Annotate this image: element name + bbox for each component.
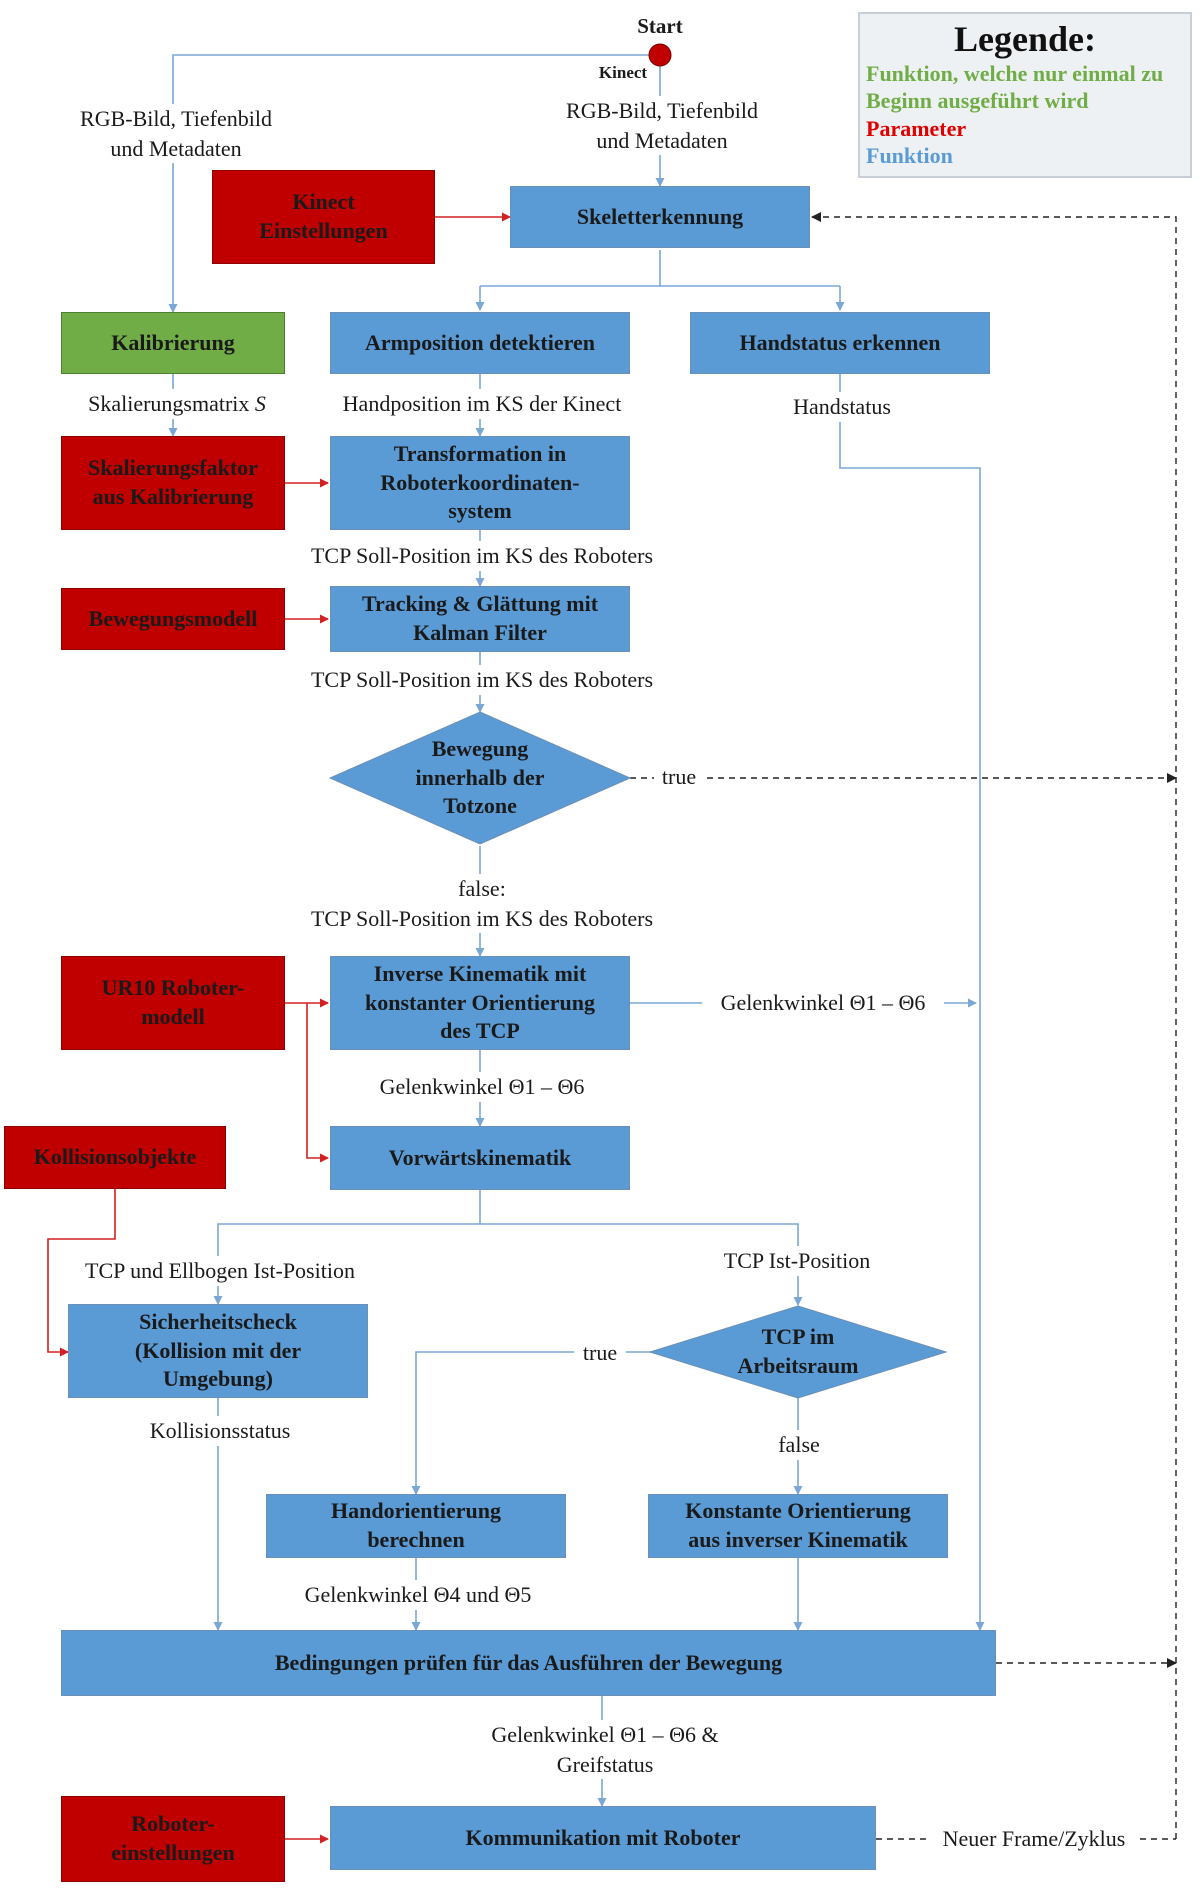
bewegungsmodell-box: Bewegungsmodell [61, 588, 285, 650]
kommunikation-box: Kommunikation mit Roboter [330, 1806, 876, 1870]
vorwaertskinematik-box: Vorwärtskinematik [330, 1126, 630, 1190]
false-arbeitsraum-label: false [764, 1430, 834, 1460]
gelenkwinkel-greif-label: Gelenkwinkel Θ1 – Θ6 & Greifstatus [458, 1720, 752, 1780]
legend: Legende: Funktion, welche nur einmal zu … [858, 12, 1192, 178]
legend-title: Legende: [954, 19, 1096, 59]
handorientierung-box: Handorientierung berechnen [266, 1494, 566, 1558]
skalierungsmatrix-text: Skalierungsmatrix [88, 391, 255, 416]
rgb-label-top: RGB-Bild, Tiefenbild und Metadaten [530, 96, 794, 156]
tcp-ellbogen-label: TCP und Ellbogen Ist-Position [55, 1256, 385, 1286]
false-tcp-soll-label: false: TCP Soll-Position im KS des Robot… [265, 874, 699, 934]
true-totzone-label: true [654, 762, 704, 792]
handposition-label: Handposition im KS der Kinect [315, 389, 649, 419]
transformation-box: Transformation in Roboterkoordinaten- sy… [330, 436, 630, 530]
arbeitsraum-decision-shape [648, 1305, 948, 1399]
legend-once: Funktion, welche nur einmal zu Beginn au… [866, 60, 1164, 114]
tracking-box: Tracking & Glättung mit Kalman Filter [330, 586, 630, 652]
tcp-ist-label: TCP Ist-Position [702, 1246, 892, 1276]
kinect-label: Kinect [598, 63, 648, 82]
sicherheitscheck-box: Sicherheitscheck (Kollision mit der Umge… [68, 1304, 368, 1398]
gelenkwinkel-45-label: Gelenkwinkel Θ4 und Θ5 [278, 1580, 558, 1610]
gelenkwinkel-right-label: Gelenkwinkel Θ1 – Θ6 [702, 988, 944, 1018]
skalierungsmatrix-symbol: S [254, 391, 266, 416]
bedingungen-box: Bedingungen prüfen für das Ausführen der… [61, 1630, 996, 1696]
neuer-frame-label: Neuer Frame/Zyklus [928, 1824, 1140, 1854]
inverse-kinematik-box: Inverse Kinematik mit konstanter Orienti… [330, 956, 630, 1050]
handstatus-output-label: Handstatus [770, 392, 914, 422]
kalibrierung-box: Kalibrierung [61, 312, 285, 374]
true-arbeitsraum-label: true [574, 1338, 626, 1368]
kinect-einstellungen-box: Kinect Einstellungen [212, 170, 435, 264]
kollisionsstatus-label: Kollisionsstatus [128, 1416, 312, 1446]
konstante-orientierung-box: Konstante Orientierung aus inverser Kine… [648, 1494, 948, 1558]
ur10-robotermodell-box: UR10 Roboter- modell [61, 956, 285, 1050]
start-node [648, 43, 672, 67]
start-label: Start [637, 14, 683, 38]
handstatus-box: Handstatus erkennen [690, 312, 990, 374]
tcp-soll-label-1: TCP Soll-Position im KS des Roboters [265, 541, 699, 571]
skalierungsmatrix-label: Skalierungsmatrix S [55, 389, 299, 419]
kollisionsobjekte-box: Kollisionsobjekte [4, 1126, 226, 1189]
legend-funktion: Funktion [866, 143, 953, 169]
armposition-box: Armposition detektieren [330, 312, 630, 374]
skeletterkennung-box: Skeletterkennung [510, 186, 810, 248]
gelenkwinkel-mid-label: Gelenkwinkel Θ1 – Θ6 [357, 1072, 607, 1102]
tcp-soll-label-2: TCP Soll-Position im KS des Roboters [265, 665, 699, 695]
rgb-label-left: RGB-Bild, Tiefenbild und Metadaten [43, 104, 309, 164]
robotereinstellungen-box: Roboter- einstellungen [61, 1796, 285, 1882]
totzone-decision: Bewegung innerhalb der Totzone [415, 736, 545, 819]
arbeitsraum-decision: TCP im Arbeitsraum [737, 1324, 859, 1378]
totzone-decision-shape [328, 711, 632, 845]
skalierungsfaktor-box: Skalierungsfaktor aus Kalibrierung [61, 436, 285, 530]
legend-parameter: Parameter [866, 115, 967, 141]
